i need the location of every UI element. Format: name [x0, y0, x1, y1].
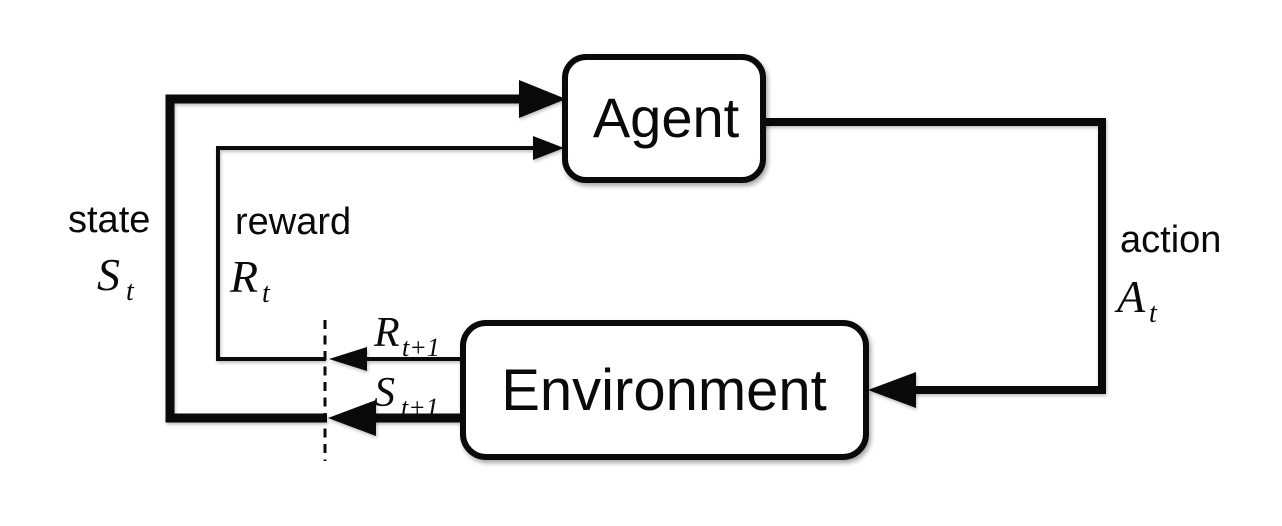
reward-word-label: reward [235, 201, 351, 243]
next-reward-subscript: t+1 [402, 333, 440, 362]
reward-flow-line [216, 146, 536, 361]
environment-node-label: Environment [501, 358, 827, 423]
reward-symbol: R [229, 251, 258, 302]
next-reward-arrowhead [329, 347, 367, 371]
agent-node-label: Agent [593, 86, 740, 149]
reward-symbol-subscript: t [262, 278, 271, 309]
state-flow-line [165, 94, 522, 423]
agent-node [562, 54, 766, 183]
action-word-label: action [1120, 219, 1221, 261]
action-arrowhead [868, 372, 916, 408]
state-symbol: S [97, 249, 120, 300]
state-arrowhead [519, 80, 566, 118]
state-word-label: state [68, 199, 150, 241]
next-state-subscript: t+1 [401, 393, 439, 422]
next-reward-symbol: R [373, 310, 400, 356]
next-state-arrowhead [328, 400, 376, 436]
reward-arrowhead [533, 136, 564, 160]
next-state-symbol: S [374, 370, 395, 416]
action-symbol: A [1114, 271, 1146, 322]
state-symbol-subscript: t [126, 276, 135, 307]
environment-node [460, 320, 869, 460]
action-symbol-subscript: t [1149, 298, 1158, 329]
action-flow-line [763, 118, 1106, 394]
